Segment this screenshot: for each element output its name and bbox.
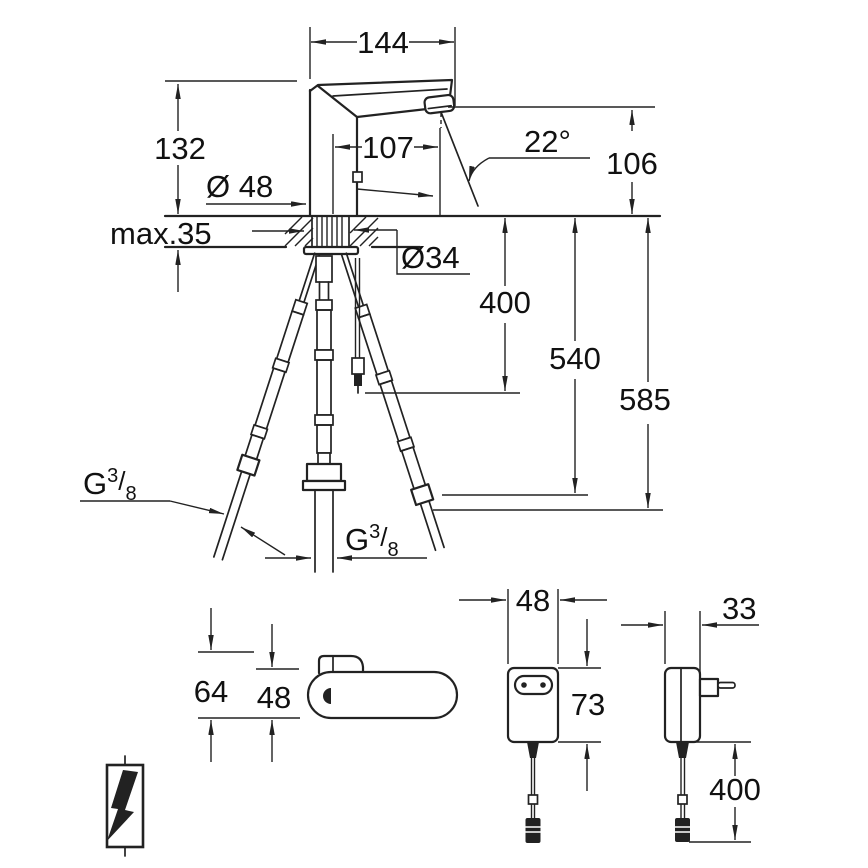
control-unit-socket [323,688,331,704]
faucet-side-view: 144 132 107 22° 106 Ø 48 max.35 [80,25,671,573]
dim-outlet-height: 106 [606,146,658,181]
lightning-bolt-icon [105,755,145,857]
psu-socket-outline [513,674,554,696]
dim-hole-diameter: Ø34 [401,240,460,275]
right-supply-hose [340,252,445,552]
stream-angle-lines [356,111,479,215]
dim-cable-length: 400 [479,285,531,320]
control-unit-clip [317,654,365,675]
psu-plug-base [698,677,720,698]
dimensions-psu-front: 48 73 [459,583,607,791]
dim-unit-total-height: 64 [194,674,228,709]
dim-psu-width: 48 [516,583,550,618]
dim-unit-body-height: 48 [257,680,291,715]
left-supply-hose [212,252,321,561]
dim-total-depth: 585 [619,382,671,417]
dim-psu-height: 73 [571,687,605,722]
dim-body-height: 132 [154,131,206,166]
sensor-window [352,171,363,183]
psu-socket-hole-right [540,682,546,688]
dim-total-width: 144 [357,25,409,60]
threaded-shank [302,216,360,256]
sensor-cable [351,258,365,394]
psu-front-view: 48 73 [459,583,607,843]
psu-side-view: 33 400 [621,591,761,843]
dimensions-psu-side: 33 400 [621,591,761,843]
control-unit-view: 64 48 [194,608,459,762]
psu-side-strain-relief [676,742,689,758]
center-connection-pipe [301,255,347,573]
dimensions-main: 144 132 107 22° 106 Ø 48 max.35 [80,25,671,561]
psu-side-body [663,666,702,744]
countertop-section [163,214,662,256]
psu-side-connector [675,818,690,842]
dimensions-control-unit: 64 48 [194,608,300,762]
thread-label-bottom: G3/8 [345,521,399,561]
dim-base-diameter: Ø 48 [206,169,273,204]
dim-psu-depth: 33 [722,591,756,626]
psu-plug-pin [717,681,736,689]
psu-front-connector [525,818,541,843]
dim-stream-angle: 22° [524,124,571,159]
dim-spout-reach: 107 [362,130,414,165]
dim-deck-thickness: max.35 [110,216,212,251]
control-unit-body [306,670,459,720]
psu-socket-hole-left [521,682,527,688]
faucet-outline [308,78,456,217]
thread-label-left: G3/8 [83,465,137,505]
dim-psu-cable-length: 400 [709,772,761,807]
psu-front-strain-relief [527,742,539,758]
dim-hose-level: 540 [549,341,601,376]
aerator [423,93,456,115]
